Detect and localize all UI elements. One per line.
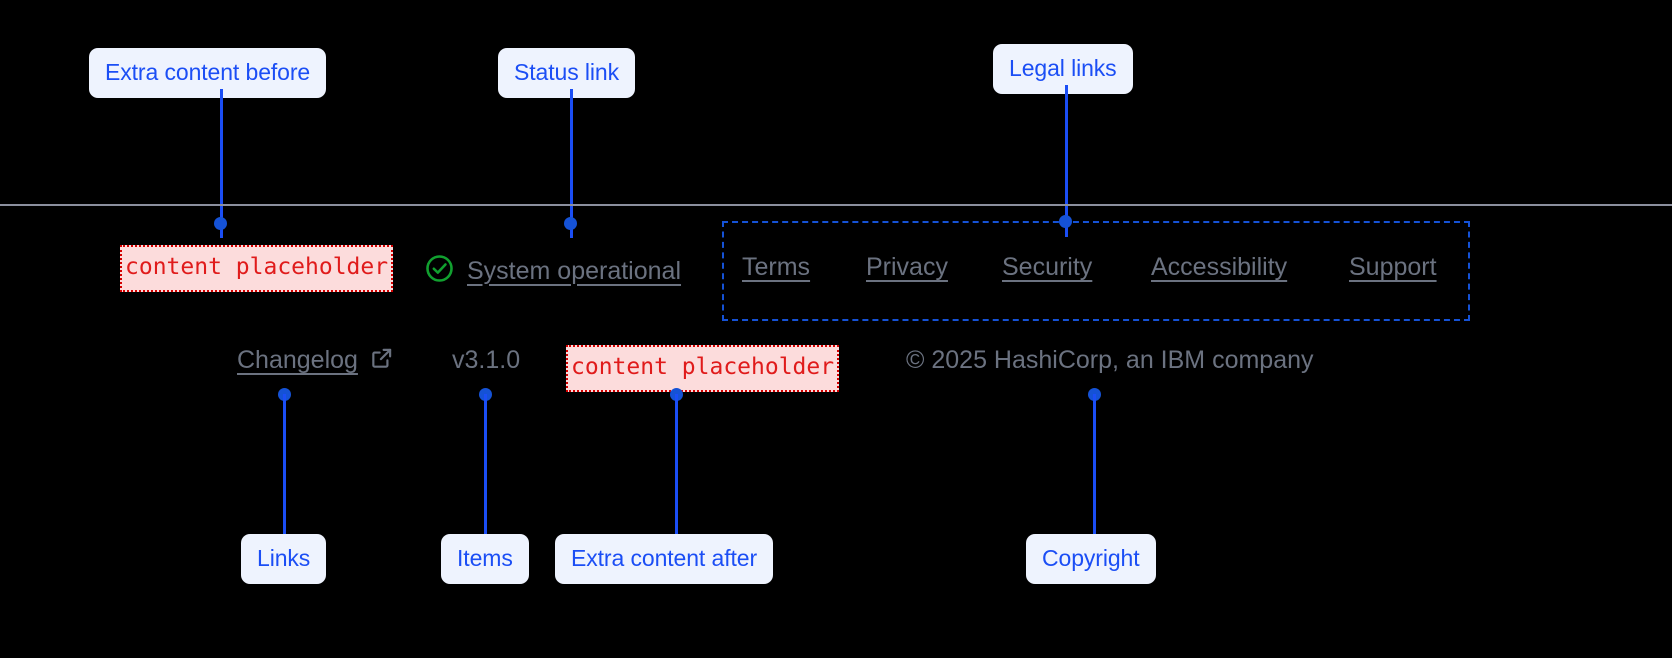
leader-line-extra-content-before [220, 89, 223, 238]
legal-link-security[interactable]: Security [1002, 253, 1093, 281]
copyright-text: © 2025 HashiCorp, an IBM company [906, 346, 1314, 374]
callout-links: Links [241, 534, 327, 584]
leader-line-links [283, 394, 286, 535]
leader-line-extra-content-after [675, 394, 678, 535]
external-link-icon [369, 345, 395, 376]
legal-link-accessibility[interactable]: Accessibility [1151, 253, 1288, 281]
check-circle-icon [424, 253, 455, 289]
callout-extra-content-after: Extra content after [555, 534, 774, 584]
extra-content-after-placeholder: content placeholder [566, 345, 840, 392]
leader-line-items [484, 394, 487, 535]
leader-line-copyright [1093, 394, 1096, 535]
callout-copyright: Copyright [1026, 534, 1156, 584]
changelog-link-label[interactable]: Changelog [237, 346, 358, 374]
extra-content-before-placeholder: content placeholder [120, 245, 394, 292]
leader-line-legal-links [1065, 85, 1068, 237]
status-link-label[interactable]: System operational [467, 256, 682, 285]
callout-status-link: Status link [498, 48, 636, 98]
legal-links-group-outline [722, 221, 1470, 321]
legal-link-privacy[interactable]: Privacy [866, 253, 948, 281]
legal-link-support[interactable]: Support [1349, 253, 1437, 281]
callout-extra-content-before: Extra content before [89, 48, 327, 98]
changelog-link[interactable]: Changelog [237, 345, 395, 376]
callout-legal-links: Legal links [993, 44, 1133, 94]
anchor-dot-extra-content-before [214, 217, 227, 230]
version-label: v3.1.0 [452, 346, 521, 374]
footer-divider [0, 204, 1672, 206]
status-link[interactable]: System operational [424, 253, 681, 289]
anchor-dot-status-link [564, 217, 577, 230]
leader-line-status-link [570, 89, 573, 238]
legal-link-terms[interactable]: Terms [742, 253, 811, 281]
callout-items: Items [441, 534, 529, 584]
